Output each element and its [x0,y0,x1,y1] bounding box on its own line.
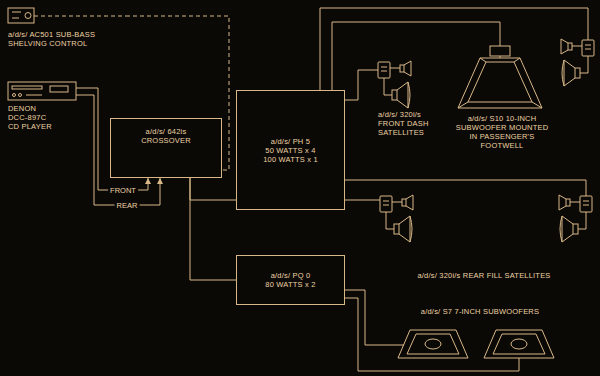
channel-label: REAR [115,201,140,210]
drawing-stroke [458,58,542,108]
drawing-stroke [12,86,42,89]
speaker-group: a/d/s/ 320i/s REAR FILL SATELLITES [372,188,596,282]
signal-cable [90,88,148,190]
satellite-speaker [561,39,594,86]
drawing-stroke [458,58,542,108]
drawing-stroke [50,86,68,92]
signal-cable [345,70,372,100]
device-label: a/d/s/ AC501 SUB-BASS SHELVING CONTROL [6,6,126,56]
component-label: a/d/s/ PQ 0 [271,271,311,280]
equipment-icons [8,8,594,371]
channel-label: FRONT [108,186,138,195]
drawing-stroke [12,12,21,13]
signal-cable [345,290,385,345]
device-label: DENON DCC-897C CD PLAYER [6,80,90,140]
drawing-stroke [19,94,22,97]
drawing-stroke [468,62,532,102]
subwoofer-icon [484,330,554,358]
drawing-stroke [25,13,31,19]
signal-cable [90,95,160,205]
speaker-wire [372,40,500,345]
component-label: 80 WATTS x 2 [265,280,315,289]
satellite-speaker [559,195,592,242]
signal-cable [345,200,372,201]
component-label: DENON DCC-897C CD PLAYER [8,104,56,131]
satellite-speaker [380,195,413,242]
drawing-stroke [8,8,34,23]
component-label: a/d/s/ 320i/s FRONT DASH SATELLITES [378,110,448,137]
speaker-group: a/d/s/ S7 7-INCH SUBWOOFERS [385,306,575,364]
cd-player-icon [8,82,76,100]
crossover-box: a/d/s/ 642is CROSSOVER [110,118,222,178]
drawing-stroke [13,94,16,97]
drawing-stroke [490,46,510,56]
signal-cable [190,178,236,200]
component-label: a/d/s/ 642is CROSSOVER [135,127,197,145]
subwoofer-icon [458,46,542,108]
component-label: 50 WATTS x 4 [265,146,315,155]
amplifier-box: a/d/s/ PH 550 WATTS x 4100 WATTS x 1 [236,90,345,210]
component-label: a/d/s/ S7 7-INCH SUBWOOFERS [421,307,539,316]
drawing-stroke [26,95,42,96]
signal-wire [76,88,90,95]
component-label: a/d/s/ 320i/s REAR FILL SATELLITES [417,271,550,280]
control-wire [34,16,126,17]
component-label: a/d/s/ PH 5 [271,137,310,146]
drawing-stroke [8,82,76,100]
drawing-stroke [12,18,19,19]
signal-cable [190,178,236,280]
subwoofer-icon [398,330,468,358]
speaker-wire [345,180,586,196]
shelving-control-icon [8,8,34,23]
amplifier-box: a/d/s/ PQ 080 WATTS x 2 [236,255,345,305]
speaker-group: a/d/s/ 320i/s FRONT DASH SATELLITES [372,50,450,150]
component-label: 100 WATTS x 1 [263,155,318,164]
satellite-speaker [378,61,411,108]
control-cable [126,16,229,170]
speaker-wire [320,8,588,90]
component-label: a/d/s/ S10 10-INCH SUBWOOFER MOUNTED IN … [453,114,551,150]
speaker-group: a/d/s/ S10 10-INCH SUBWOOFER MOUNTED IN … [452,40,552,165]
component-label: a/d/s/ AC501 SUB-BASS SHELVING CONTROL [8,30,108,48]
signal-cable [332,22,500,90]
